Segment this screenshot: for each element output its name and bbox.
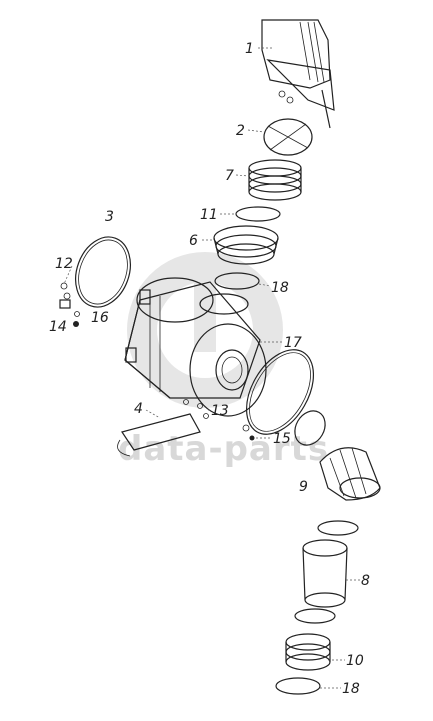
part-6-coupling: [213, 225, 279, 265]
part-10-coupling: [285, 608, 336, 671]
part-4-shield: [117, 413, 201, 457]
part-13-bolts: [183, 399, 209, 419]
fasteners-12-14-16: [59, 282, 80, 327]
part-11-clamp: [235, 206, 281, 222]
air-filter-housing: [124, 277, 267, 417]
callout-13: 13: [211, 403, 229, 419]
callout-18-upper: 18: [271, 280, 289, 296]
part-7-bellows: [248, 159, 302, 201]
callout-3: 3: [105, 209, 114, 225]
callout-8: 8: [361, 573, 370, 589]
part-2-gasket: [263, 118, 313, 156]
callout-1: 1: [245, 41, 254, 57]
callout-17: 17: [284, 335, 302, 351]
part-18-clamp-lower: [275, 677, 321, 695]
callout-7: 7: [225, 168, 234, 184]
part-18-clamp-upper: [214, 272, 260, 290]
part-8-sleeve: [302, 520, 359, 608]
callout-11: 11: [200, 207, 218, 223]
callout-6: 6: [189, 233, 198, 249]
callout-4: 4: [134, 401, 143, 417]
callout-14: 14: [49, 319, 67, 335]
part-3-band: [75, 236, 131, 308]
watermark-text: data-parts: [118, 429, 329, 469]
part-17-band: [245, 349, 315, 435]
callout-15: 15: [273, 431, 291, 447]
callout-9: 9: [299, 479, 308, 495]
part-15-clamp: [242, 410, 326, 446]
callout-18-lower: 18: [342, 681, 360, 697]
callout-2: 2: [236, 123, 245, 139]
callout-16: 16: [91, 310, 109, 326]
watermark-logo: [127, 252, 283, 408]
leader-lines: [63, 47, 360, 689]
callout-10: 10: [346, 653, 364, 669]
part-9-elbow: [319, 447, 381, 501]
callout-12: 12: [55, 256, 73, 272]
part-1-intake-pipe: [261, 19, 335, 129]
